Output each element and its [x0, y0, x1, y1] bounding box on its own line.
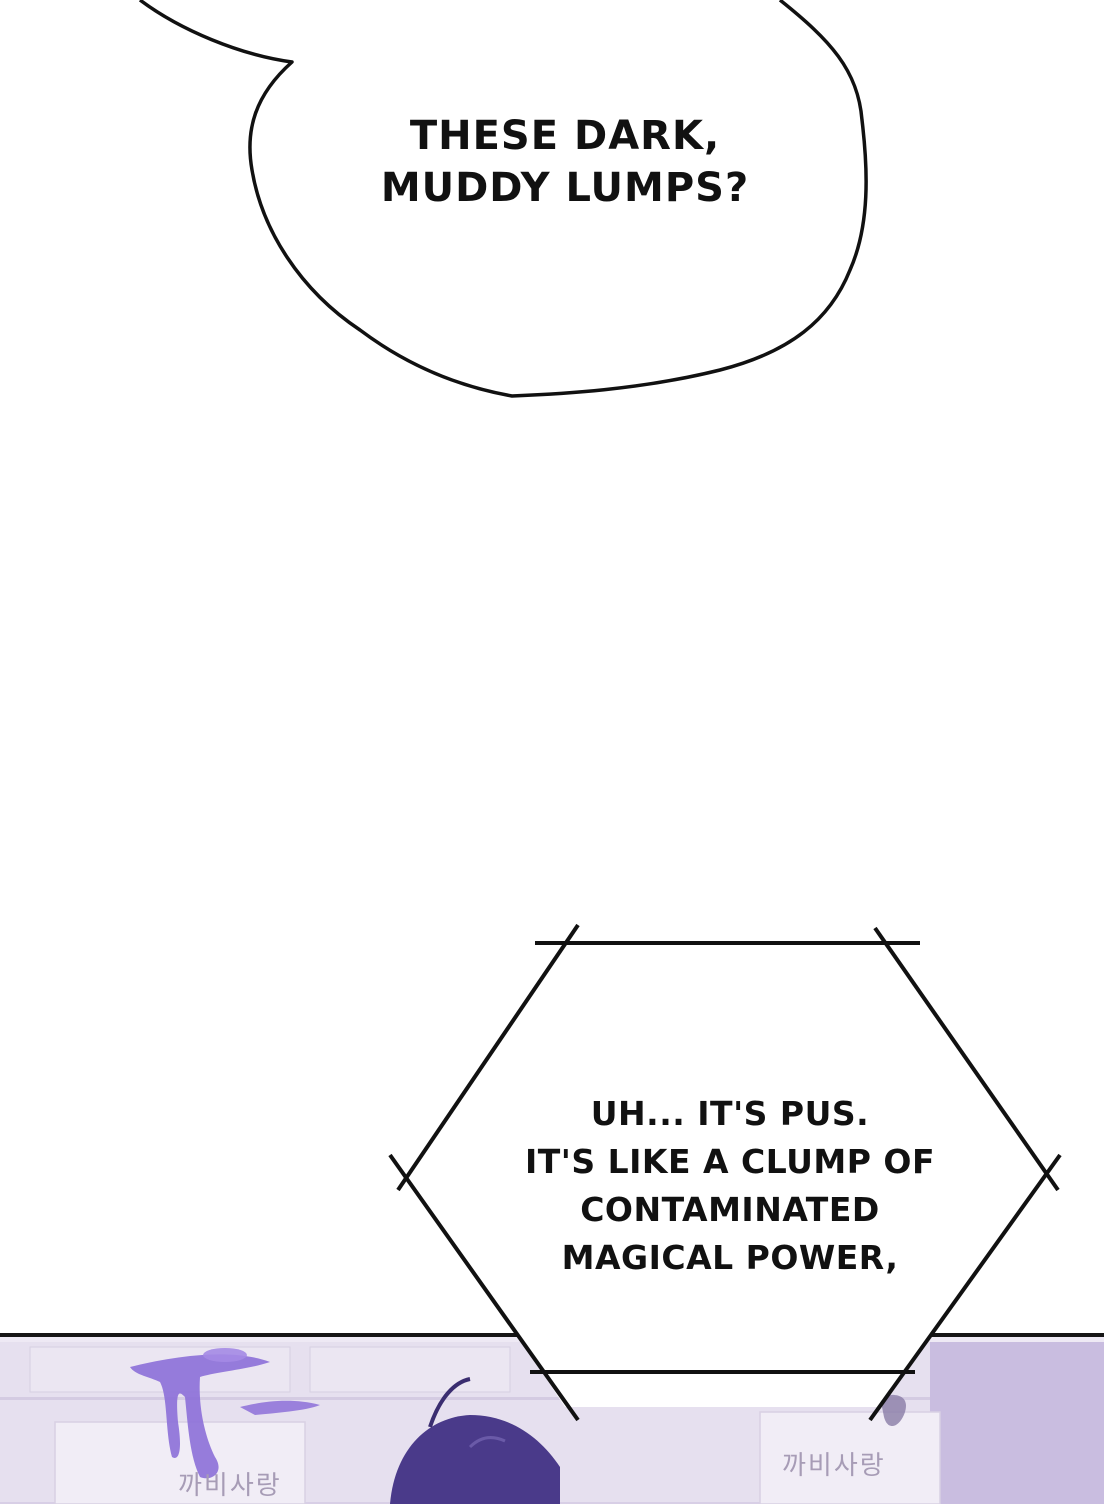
speech-bubble-outline: [138, 0, 868, 398]
scene-illustration: [0, 1342, 1104, 1504]
sign-label-right: 까비사랑: [782, 1451, 886, 1481]
narration-line-3: CONTAMINATED: [580, 1190, 880, 1229]
narration-line-4: MAGICAL POWER,: [561, 1238, 899, 1277]
speech-bubble-text: THESE DARK, MUDDY LUMPS?: [300, 110, 830, 214]
narration-line-1: UH... IT'S PUS.: [590, 1094, 870, 1133]
speech-bubble: THESE DARK, MUDDY LUMPS?: [0, 0, 1104, 420]
narration-text: UH... IT'S PUS. IT'S LIKE A CLUMP OF CON…: [480, 1090, 980, 1282]
sign-label-left: 까비사랑: [178, 1471, 282, 1501]
scene-panel: 까비사랑 까비사랑: [0, 1333, 1104, 1504]
narration-box: [380, 920, 1080, 1430]
speech-line-1: THESE DARK,: [409, 113, 721, 159]
narration-hexagon-outline: [388, 923, 1062, 1422]
narration-line-2: IT'S LIKE A CLUMP OF: [524, 1142, 936, 1181]
speech-line-2: MUDDY LUMPS?: [380, 165, 750, 211]
